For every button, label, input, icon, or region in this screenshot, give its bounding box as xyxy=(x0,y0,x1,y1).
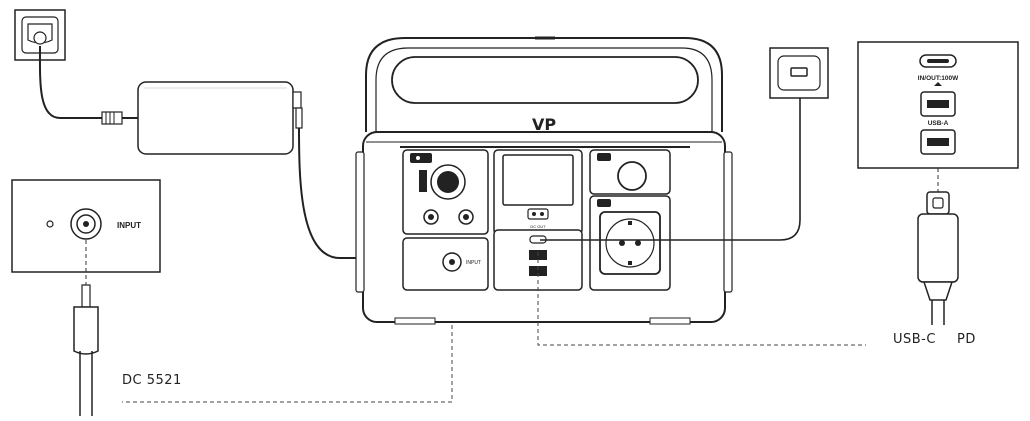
brand-logo: VP xyxy=(532,115,556,134)
wall-outlet-right xyxy=(769,47,829,99)
dc-input-label: INPUT xyxy=(466,260,481,266)
input-label: INPUT xyxy=(117,221,141,230)
usb-ports-panel: IN/OUT:100W USB-A xyxy=(857,41,1019,169)
pd-label: PD xyxy=(957,332,976,347)
dcout-label: DC OUT xyxy=(530,224,546,229)
usb-c-cable xyxy=(540,90,801,241)
power-station: VP INPUT DC OUT xyxy=(355,36,733,325)
inout-label: IN/OUT:100W xyxy=(918,75,959,82)
usb-c-plug xyxy=(917,191,959,325)
input-panel: INPUT xyxy=(11,179,161,273)
usba-label: USB-A xyxy=(928,120,949,127)
usb-dash-line xyxy=(537,252,866,346)
dc-dash-line xyxy=(122,262,453,403)
dc-barrel-plug xyxy=(73,284,99,416)
ac-cable xyxy=(38,45,102,119)
power-adapter xyxy=(137,81,294,155)
dc-5521-label: DC 5521 xyxy=(122,373,182,388)
usb-c-label: USB-C xyxy=(893,332,936,347)
ac-plug xyxy=(101,111,123,125)
dc-input-cable xyxy=(298,127,436,259)
wall-outlet-left xyxy=(14,9,66,61)
